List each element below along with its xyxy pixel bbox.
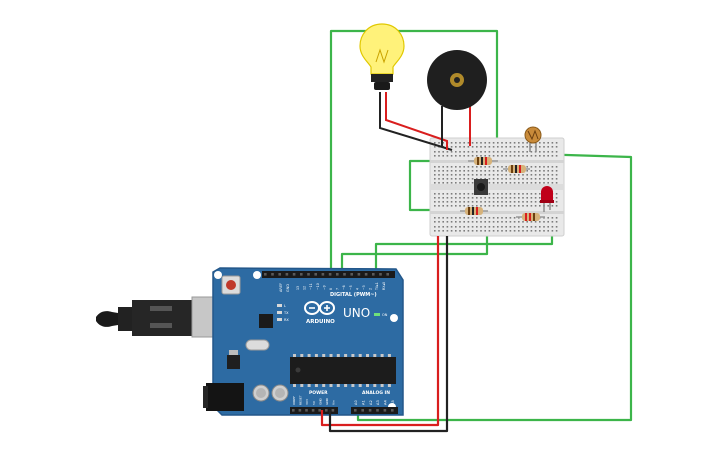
bottom-pins <box>292 409 394 412</box>
digital-pin-label: ~11 <box>309 283 313 290</box>
wire-5v-red[interactable] <box>320 236 440 427</box>
arduino-logo <box>304 301 335 315</box>
power-pin-label: Vin <box>332 400 336 405</box>
svg-text:L: L <box>284 304 286 308</box>
wire-pin7-to-breadboard[interactable] <box>340 220 489 272</box>
status-leds: L TX RX <box>277 304 289 322</box>
analog-pin-label: A5 <box>391 400 395 405</box>
digital-pin-label: ~9 <box>322 285 326 290</box>
digital-label: DIGITAL (PWM~) <box>330 292 377 298</box>
analog-pin-label: A3 <box>376 400 380 405</box>
reset-button[interactable] <box>221 275 241 295</box>
digital-pin-label: 8 <box>329 288 333 290</box>
piezo-buzzer-icon[interactable] <box>427 50 487 110</box>
resistor-1[interactable] <box>468 157 498 165</box>
power-led: ON <box>374 313 388 317</box>
wire-gnd-black[interactable] <box>328 236 449 433</box>
aref-label: AREF <box>279 283 283 292</box>
power-pin-label: GND <box>325 397 329 405</box>
digital-pin-label: 12 <box>303 286 307 290</box>
dc-power-jack-icon[interactable] <box>203 383 244 411</box>
digital-pin-label: RX◂0 <box>382 282 386 290</box>
gnd-label: GND <box>286 284 290 292</box>
analog-pin-label: A1 <box>361 400 365 405</box>
red-led-icon[interactable] <box>540 186 554 212</box>
arduino-board[interactable]: DIGITAL (PWM~) AREF GND ARDUINO UNO L TX… <box>212 267 404 416</box>
power-wires <box>320 236 449 433</box>
mounting-hole <box>390 314 398 322</box>
digital-pin-label: ~6 <box>342 285 346 290</box>
digital-pin-label: 13 <box>296 286 300 290</box>
digital-pin-label: 7 <box>336 288 340 290</box>
digital-pin-label: ~10 <box>316 283 320 290</box>
breadboard-holes <box>434 142 558 232</box>
digital-pin-label: ~5 <box>349 285 353 290</box>
model-label: UNO <box>343 306 370 320</box>
capacitors <box>252 384 289 402</box>
mounting-hole <box>253 271 261 279</box>
usb-chip <box>259 314 273 328</box>
power-pin-label: 3V3 <box>305 399 309 405</box>
voltage-regulator <box>227 350 240 369</box>
wire-pin8-to-breadboard[interactable] <box>329 29 499 272</box>
component-leads <box>379 92 471 151</box>
digital-pin-label: TX▸1 <box>375 282 379 291</box>
mounting-hole <box>214 271 222 279</box>
analog-label: ANALOG IN <box>362 390 390 396</box>
power-pin-label: GND <box>318 397 322 405</box>
pushbutton-icon[interactable] <box>474 179 488 195</box>
power-pin-label: 5V <box>312 400 316 405</box>
light-bulb-icon[interactable] <box>359 23 405 90</box>
analog-header[interactable] <box>351 407 398 414</box>
digital-pin-label: 4 <box>355 288 359 290</box>
power-pin-label: RESET <box>299 395 303 405</box>
digital-pins <box>264 273 389 276</box>
analog-pin-label: A4 <box>384 400 388 405</box>
digital-pin-label: 2 <box>369 288 373 290</box>
resistor-4[interactable] <box>516 213 545 221</box>
analog-pin-label: A2 <box>369 400 373 405</box>
power-pin-label: IOREF <box>292 396 296 405</box>
atmega-chip <box>290 354 396 387</box>
power-label: POWER <box>309 390 328 396</box>
resistor-3[interactable] <box>460 207 488 215</box>
crystal-oscillator <box>245 339 270 351</box>
svg-text:TX: TX <box>283 311 289 315</box>
photoresistor-icon[interactable] <box>524 126 542 152</box>
svg-text:ON: ON <box>382 313 388 317</box>
brand-label: ARDUINO <box>306 319 335 325</box>
svg-text:RX: RX <box>284 318 289 322</box>
digital-pin-label: ~3 <box>362 285 366 290</box>
digital-header[interactable] <box>262 271 395 278</box>
analog-pin-label: A0 <box>354 400 358 405</box>
resistor-2[interactable] <box>503 165 530 173</box>
